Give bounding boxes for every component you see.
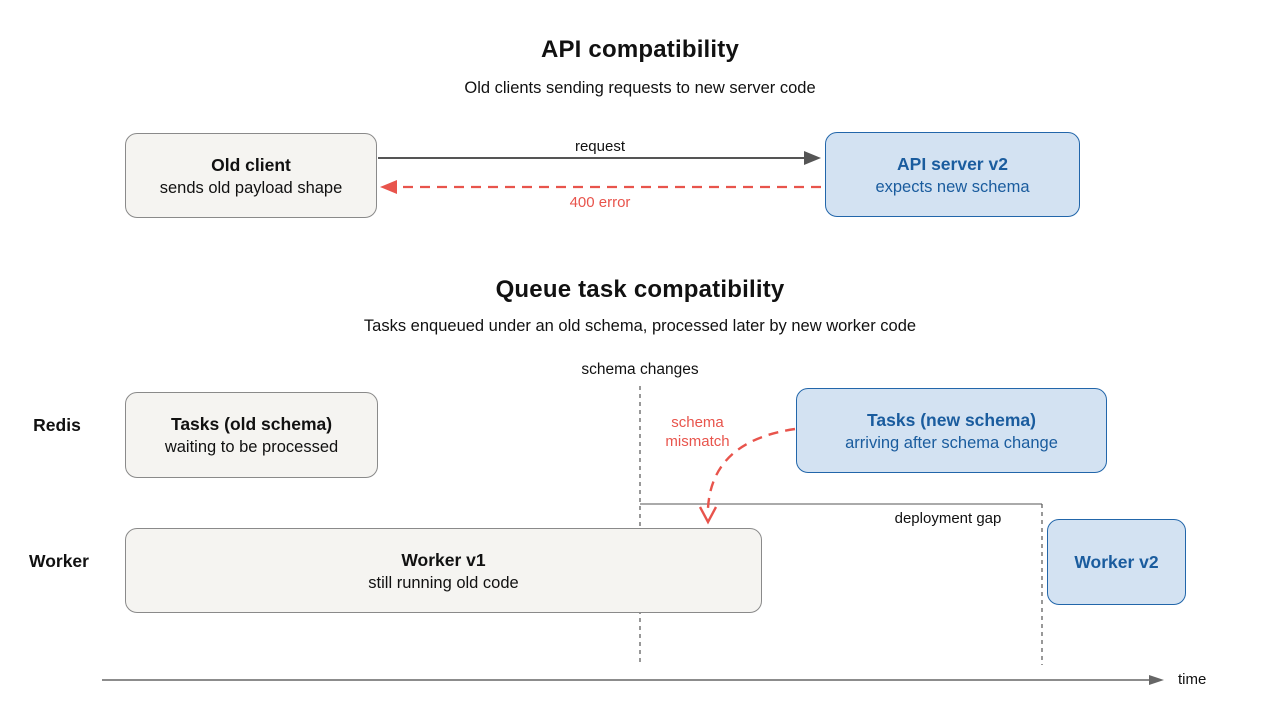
- old-client-box-title: Old client: [211, 154, 291, 175]
- worker-v2-box-title: Worker v2: [1074, 552, 1159, 572]
- worker-v2-box: Worker v2: [1047, 519, 1186, 605]
- worker-v1-box-subtitle: still running old code: [368, 573, 519, 592]
- old-tasks-box: Tasks (old schema) waiting to be process…: [125, 392, 378, 478]
- schema-mismatch-arrowhead-icon: [698, 506, 718, 525]
- api-server-v2-box-title: API server v2: [897, 153, 1008, 174]
- schema-changes-label: schema changes: [581, 361, 699, 378]
- schema-mismatch-arrow-curve: [706, 427, 796, 509]
- deployment-gap-label: deployment gap: [894, 510, 1002, 527]
- queue-section-subtitle: Tasks enqueued under an old schema, proc…: [363, 317, 917, 335]
- api-server-v2-box-subtitle: expects new schema: [875, 177, 1030, 196]
- old-client-box-subtitle: sends old payload shape: [159, 178, 343, 197]
- new-tasks-box-title: Tasks (new schema): [867, 409, 1036, 430]
- lane-label-redis: Redis: [33, 415, 81, 435]
- schema-mismatch-label-line1: schema: [671, 414, 724, 431]
- api-server-v2-box: API server v2 expects new schema: [825, 132, 1080, 217]
- lane-label-worker: Worker: [29, 551, 89, 571]
- worker-v1-box-title: Worker v1: [401, 549, 486, 570]
- api-section-title: API compatibility: [540, 36, 740, 63]
- schema-mismatch-label-line2: mismatch: [665, 433, 730, 450]
- error-arrowhead-icon: [380, 180, 397, 194]
- request-arrow-label: request: [574, 138, 626, 155]
- request-arrowhead-icon: [804, 151, 821, 165]
- time-axis-arrowhead-icon: [1149, 675, 1164, 685]
- old-client-box: Old client sends old payload shape: [125, 133, 377, 218]
- new-tasks-box: Tasks (new schema) arriving after schema…: [796, 388, 1107, 473]
- old-tasks-box-subtitle: waiting to be processed: [164, 438, 339, 456]
- schema-mismatch-label: schema mismatch: [650, 413, 745, 451]
- worker-v1-box: Worker v1 still running old code: [125, 528, 762, 613]
- api-section-subtitle: Old clients sending requests to new serv…: [464, 79, 816, 97]
- old-tasks-box-title: Tasks (old schema): [170, 414, 333, 434]
- error-arrow-label: 400 error: [569, 194, 631, 211]
- new-tasks-box-subtitle: arriving after schema change: [845, 433, 1058, 452]
- time-axis-label: time: [1178, 671, 1207, 688]
- queue-section-title: Queue task compatibility: [495, 276, 785, 303]
